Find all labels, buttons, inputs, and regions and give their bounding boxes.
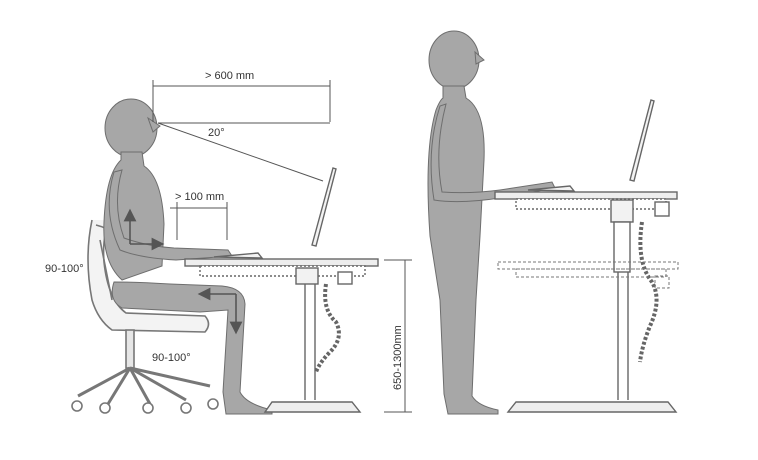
height-range-label: 650-1300mm xyxy=(392,325,404,390)
sitting-desk xyxy=(184,258,379,413)
height-dimension-line xyxy=(384,259,412,413)
sitting-dimension-lines xyxy=(123,80,331,335)
elbow-distance-label: > 100 mm xyxy=(175,191,224,203)
eye-distance-label: > 600 mm xyxy=(205,70,254,82)
office-chair xyxy=(71,219,219,414)
sitting-keyboard-monitor xyxy=(213,167,337,259)
view-angle-label: 20° xyxy=(208,127,225,139)
standing-desk xyxy=(494,99,678,413)
knee-angle-label: 90-100° xyxy=(152,352,191,364)
elbow-angle-label: 90-100° xyxy=(45,263,84,275)
desk-lowered-outline xyxy=(497,261,679,289)
standing-person-figure xyxy=(427,30,556,415)
